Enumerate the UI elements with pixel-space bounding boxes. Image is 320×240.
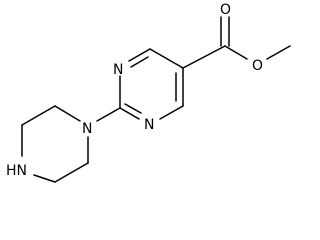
atom-o-ester: O xyxy=(252,58,263,74)
chemical-structure-diagram: N N N HN O O xyxy=(6,2,291,183)
bond-c4-n3 xyxy=(128,48,151,62)
atom-n-piperazine-attach: N xyxy=(82,121,92,137)
atom-n-top: N xyxy=(113,62,123,78)
bond-carbonyl-c-o-ester xyxy=(224,45,248,60)
bond-c2-n1-inner xyxy=(124,103,142,114)
bond-c5-c4 xyxy=(149,48,184,69)
atom-nh-piperazine: HN xyxy=(6,163,27,179)
bond-pip-n-c-upper xyxy=(54,105,81,122)
bond-c5-carbonyl-c xyxy=(182,45,226,69)
bond-n1-c6 xyxy=(159,105,184,120)
bond-c2-piperazine-n xyxy=(96,107,121,122)
bond-c2-n1 xyxy=(119,107,140,120)
bond-pip-c-lower-c-right xyxy=(54,162,89,183)
bond-pip-nh-c-lower xyxy=(33,174,56,183)
atom-o-carbonyl: O xyxy=(220,2,231,18)
bond-o-ester-methyl xyxy=(266,45,291,60)
bond-pip-c-upper-c-left xyxy=(21,105,56,126)
bond-c4-n3-inner xyxy=(130,56,149,68)
atom-n-bottom: N xyxy=(144,117,154,133)
